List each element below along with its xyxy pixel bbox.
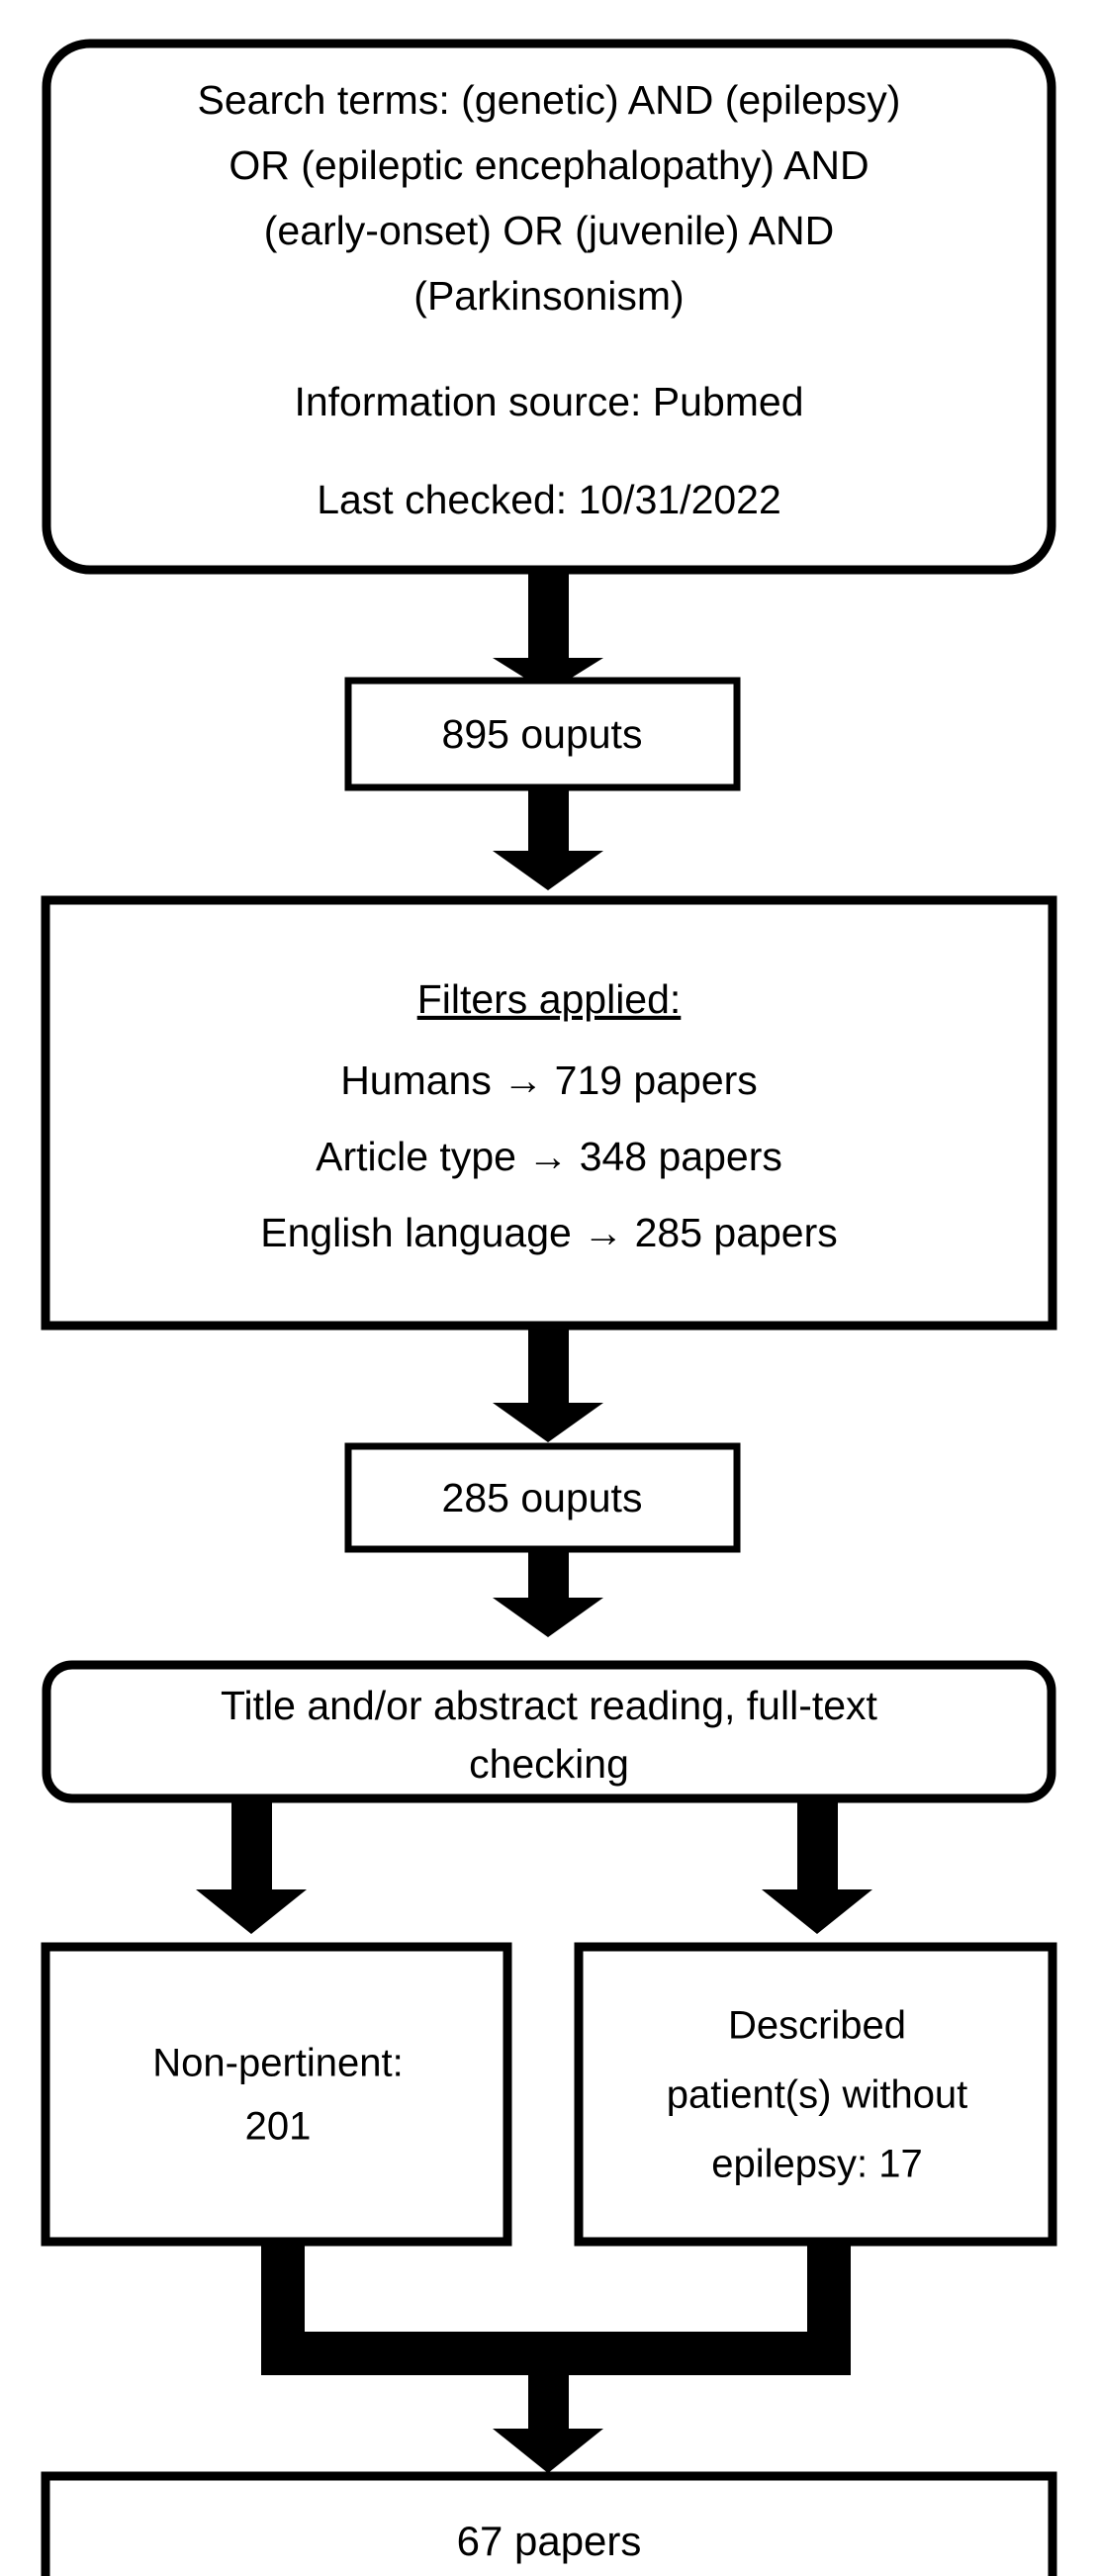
search-terms-line-1: Search terms: (genetic) AND (epilepsy) — [198, 77, 901, 123]
search-terms-line-2: OR (epileptic encephalopathy) AND — [229, 142, 869, 188]
search-box-outline — [42, 39, 1056, 575]
excluded-left-outline — [41, 1942, 512, 2247]
filter-row-humans: Humans → 719 papers — [340, 1058, 758, 1103]
node-excluded-left: Non-pertinent: 201 — [41, 1942, 512, 2247]
excluded-left-line-1: Non-pertinent: — [152, 2042, 403, 2085]
node-outputs-second: 285 ouputs — [344, 1442, 741, 1553]
node-filters-box: Filters applied: Humans → 719 papers Art… — [41, 895, 1057, 1331]
outputs-first-label: 895 ouputs — [442, 711, 643, 757]
outputs-second-label: 285 ouputs — [442, 1475, 643, 1520]
excluded-right-outline — [574, 1942, 1057, 2247]
excluded-right-line-1: Described — [728, 2004, 906, 2048]
connector-search-to-outputs-first — [493, 566, 603, 692]
connector-screening-to-excluded-right — [762, 1798, 872, 1934]
screening-line-1: Title and/or abstract reading, full-text — [221, 1683, 878, 1728]
final-box-outline — [41, 2471, 1057, 2576]
connector-outputs-second-to-screening — [493, 1548, 603, 1637]
excluded-right-line-2: patient(s) without — [667, 2073, 968, 2117]
outputs-first-outline — [344, 677, 741, 791]
outputs-second-outline — [344, 1442, 741, 1553]
node-final-box: 67 papers — [41, 2471, 1057, 2576]
screening-line-2: checking — [469, 1741, 629, 1787]
connector-outputs-first-to-filters — [493, 787, 603, 890]
screening-box-outline — [42, 1660, 1056, 1803]
excluded-right-line-3: epilepsy: 17 — [711, 2143, 922, 2186]
search-terms-line-4: (Parkinsonism) — [413, 273, 684, 319]
node-outputs-first: 895 ouputs — [344, 677, 741, 791]
filters-box-outline — [41, 895, 1057, 1331]
search-terms-line-3: (early-onset) OR (juvenile) AND — [264, 208, 834, 253]
node-search-box: Search terms: (genetic) AND (epilepsy) O… — [42, 39, 1056, 575]
final-papers-label: 67 papers — [457, 2518, 642, 2564]
connector-excluded-merge-to-final — [261, 2239, 851, 2473]
filter-row-english-language: English language → 285 papers — [260, 1210, 838, 1255]
information-source-label: Information source: Pubmed — [294, 379, 803, 424]
connector-filters-to-outputs-second — [493, 1326, 603, 1442]
filter-row-article-type: Article type → 348 papers — [316, 1134, 782, 1179]
filters-heading: Filters applied: — [417, 976, 682, 1022]
node-excluded-right: Described patient(s) without epilepsy: 1… — [574, 1942, 1057, 2247]
connector-screening-to-excluded-left — [196, 1798, 307, 1934]
node-screening-box: Title and/or abstract reading, full-text… — [42, 1660, 1056, 1803]
excluded-left-line-2: 201 — [245, 2105, 312, 2149]
last-checked-label: Last checked: 10/31/2022 — [317, 477, 781, 522]
